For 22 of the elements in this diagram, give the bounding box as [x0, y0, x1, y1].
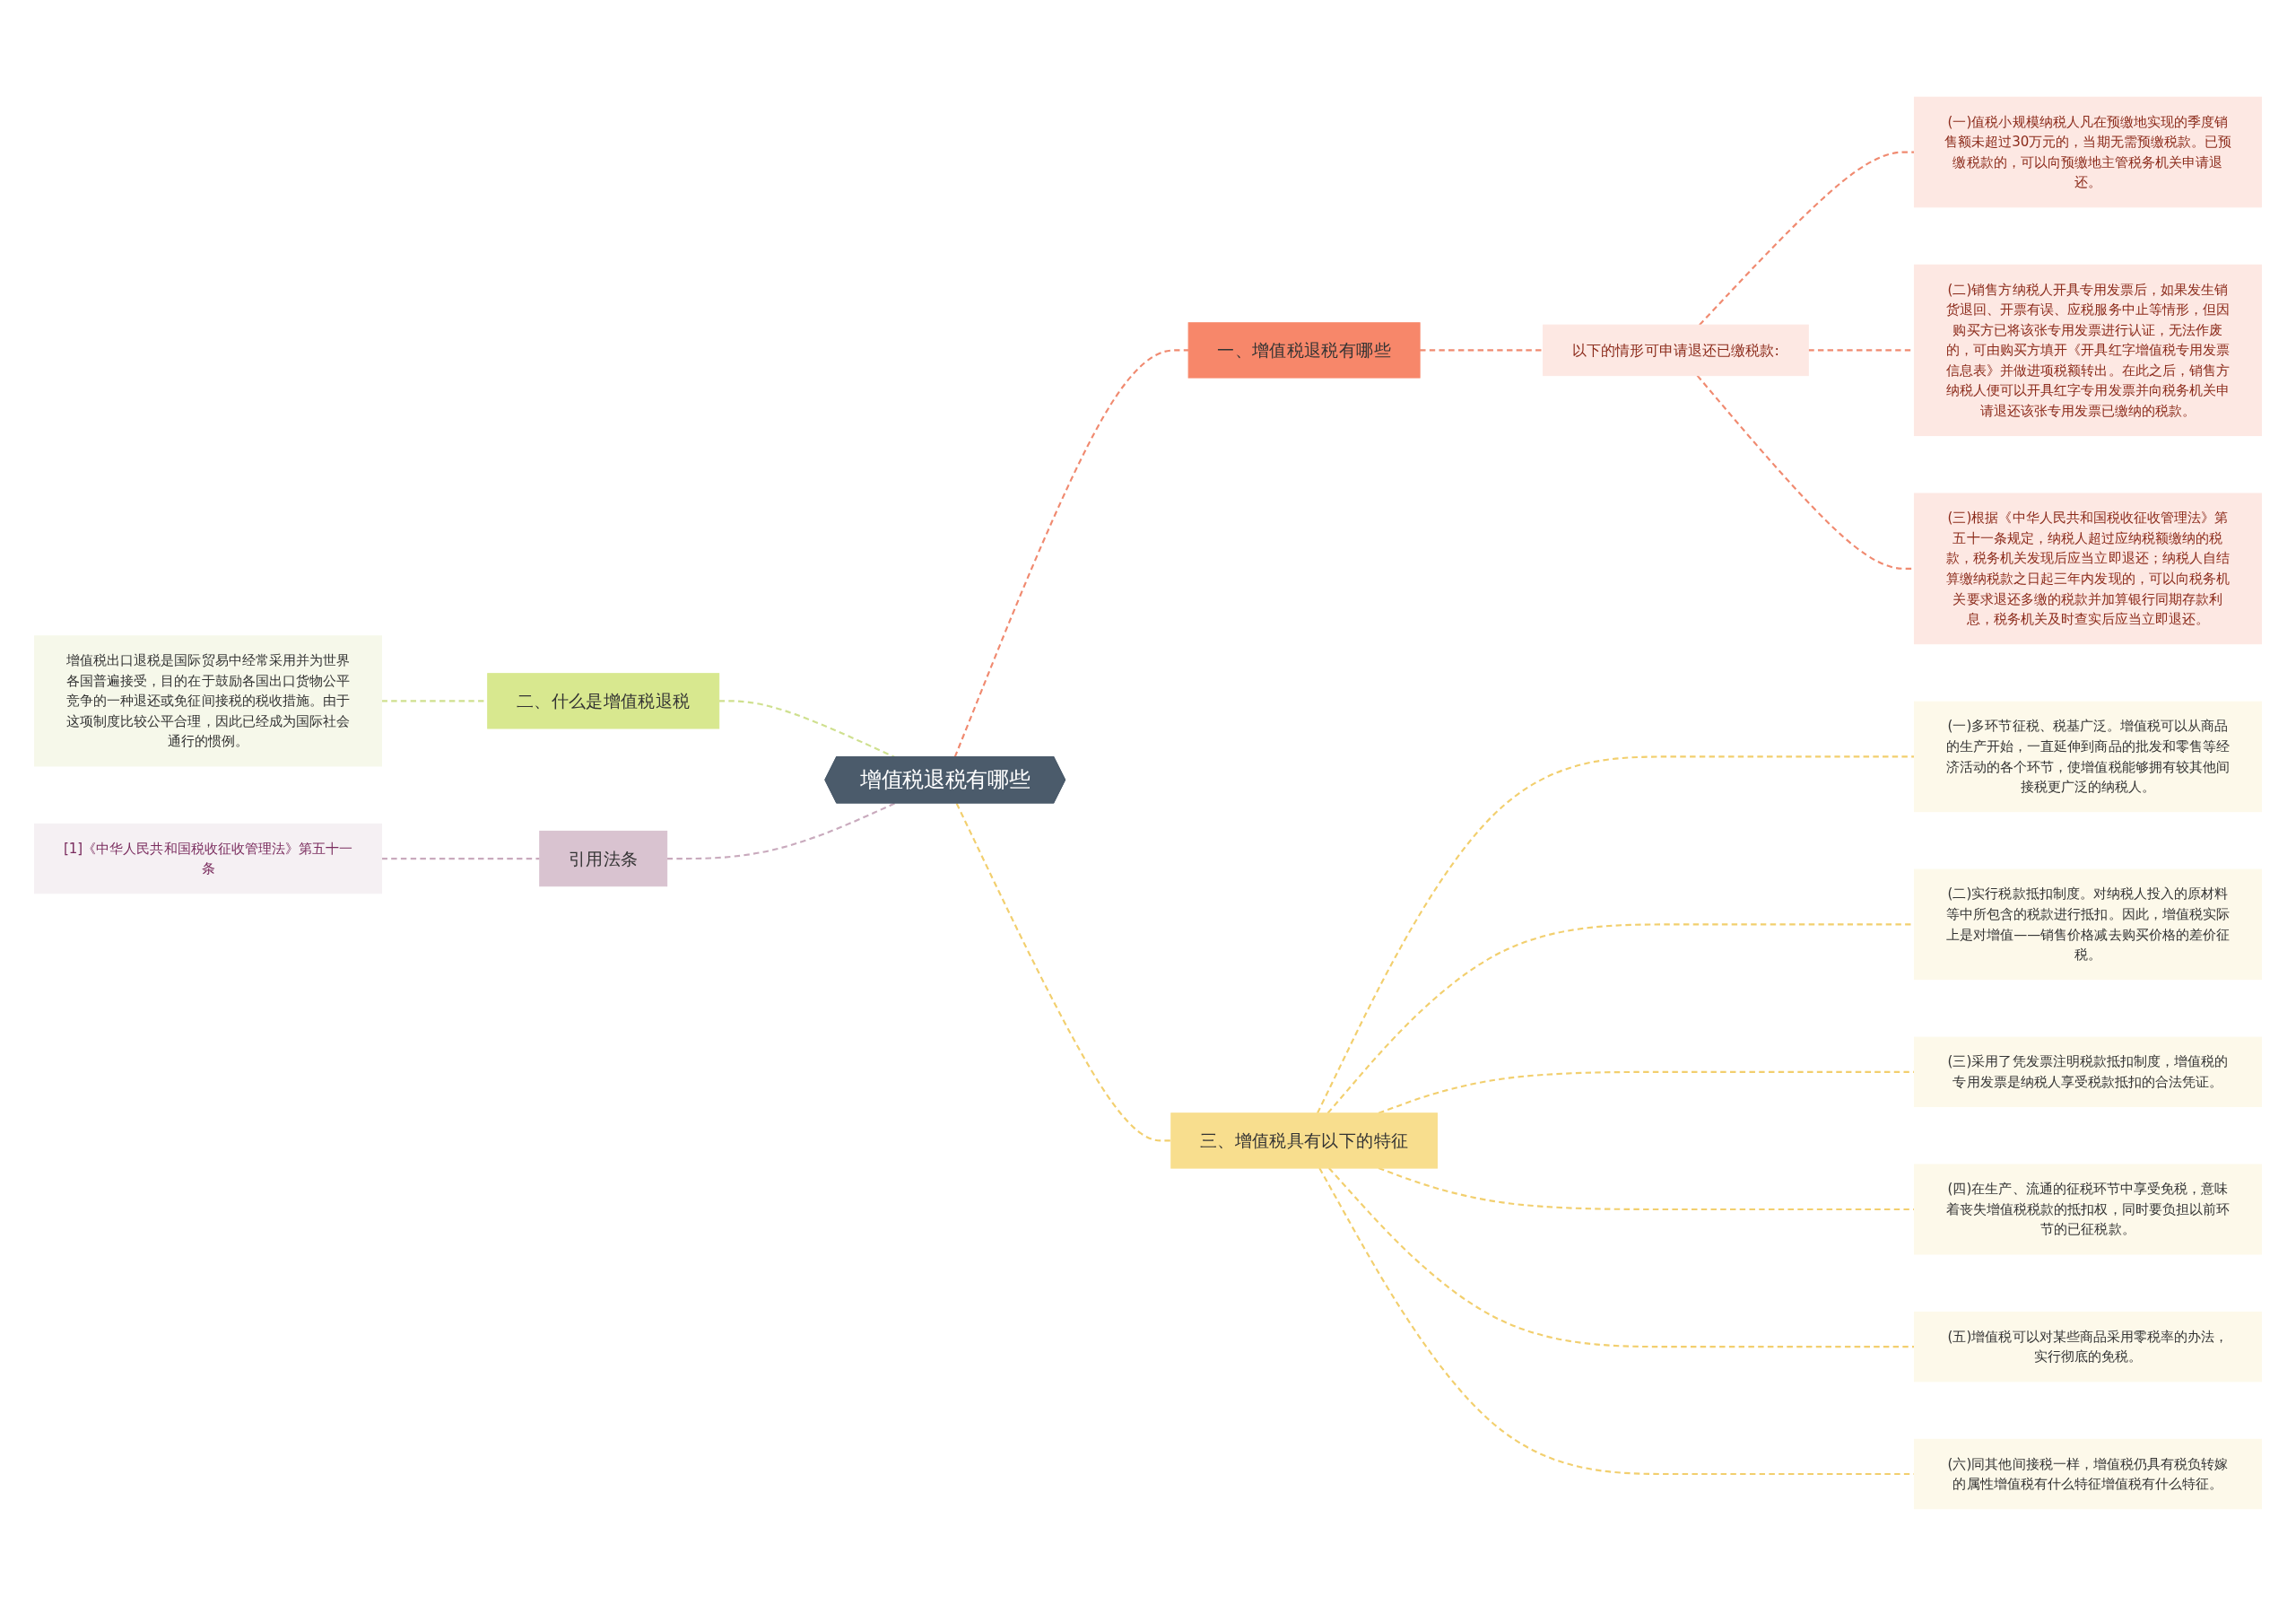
connector — [953, 348, 1189, 757]
connector — [666, 802, 896, 859]
connector — [381, 857, 540, 859]
connector — [1699, 150, 1915, 326]
node-box: (一)值税小规模纳税人凡在预缴地实现的季度销售额未超过30万元的，当期无需预缴税款。已预缴税款的，可以向预缴地主管税务机关申请退还。 — [1913, 96, 2262, 207]
node-box: (四)在生产、流通的征税环节中享受免税，意味着丧失增值税税款的抵扣权，同时要负担以前环节的已征税款。 — [1913, 1164, 2262, 1254]
node-box: 二、什么是增值税退税 — [487, 672, 720, 728]
node-box: [1]《中华人民共和国税收征收管理法》第五十一条 — [34, 823, 383, 894]
node-box: 三、增值税具有以下的特征 — [1170, 1112, 1438, 1169]
node-box: (二)销售方纳税人开具专用发票后，如果发生销货退回、开票有误、应税服务中止等情形，但因购买方已将该张专用发票进行认证，无法作废的，可由购买方填开《开具红字增值税专用发票信息表》并做进项税额转出。在此之后，销售方纳税人便可以开具红字专用发票并向税务机关申请退还该张专用发票已缴纳的税款。 — [1913, 264, 2262, 436]
node-box: (五)增值税可以对某些商品采用零税率的办法，实行彻底的免税。 — [1913, 1311, 2262, 1382]
node-box: (六)同其他间接税一样，增值税仍具有税负转嫁的属性增值税有什么特征增值税有什么特征。 — [1913, 1438, 2262, 1509]
connector — [1420, 348, 1544, 351]
node-box: 增值税出口退税是国际贸易中经常采用并为世界各国普遍接受，目的在于鼓励各国出口货物公平竞争的一种退还或免征间接税的税收措施。由于这项制度比较公平合理，因此已经成为国际社会通行的惯例。 — [34, 634, 383, 766]
node-box: (三)采用了凭发票注明税款抵扣制度，增值税的专用发票是纳税人享受税款抵扣的合法凭证。 — [1913, 1036, 2262, 1107]
node-box: 一、增值税退税有哪些 — [1187, 321, 1421, 379]
node-box: (一)多环节征税、税基广泛。增值税可以从商品的生产开始，一直延伸到商品的批发和零售等经济活动的各个环节，使增值税能够拥有较其他间接税更广泛的纳税人。 — [1913, 701, 2262, 812]
node-box: 以下的情形可申请退还已缴税款: — [1543, 324, 1809, 376]
node-box: 引用法条 — [539, 830, 668, 886]
connector — [1317, 755, 1915, 1113]
node-box: (三)根据《中华人民共和国税收征收管理法》第五十一条规定，纳税人超过应纳税额缴纳的税款，税务机关发现后应当立即退还；纳税人自结算缴纳税款之日起三年内发现的，可以向税务机关要求退还多缴的税款并加算银行同期存款利息，税务机关及时查实后应当立即退还。 — [1913, 492, 2262, 644]
connector — [955, 802, 1171, 1141]
